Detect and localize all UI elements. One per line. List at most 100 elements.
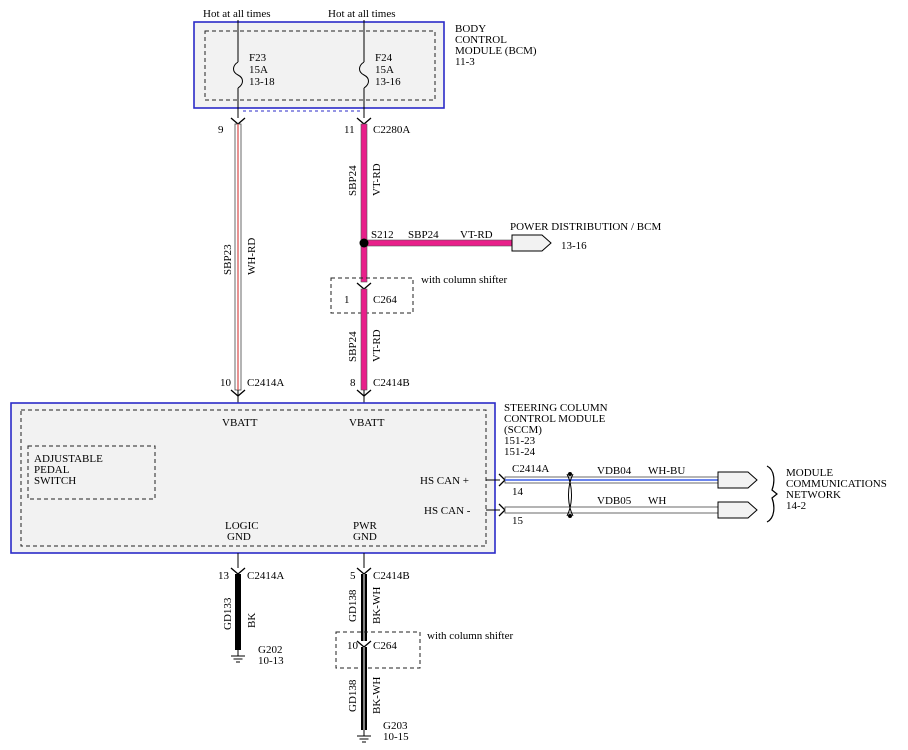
network-brace-icon (766, 465, 778, 523)
wire-sbp23-wh-rd (234, 123, 242, 391)
c264-pin-10-label: 10 (347, 640, 359, 652)
wire-sbp24-top-label: SBP24 (347, 165, 359, 196)
pedal-switch-line-2: PEDAL (34, 464, 70, 476)
network-line-3: NETWORK (786, 489, 841, 501)
wire-vt-rd-lower-label: VT-RD (371, 329, 383, 362)
wire-vdb04-wh-bu (504, 476, 719, 484)
twisted-pair-dot-top (568, 472, 572, 476)
vbatt-left-label: VBATT (222, 417, 258, 429)
logic-gnd-line-2: GND (227, 531, 251, 543)
c2414b-top-label: C2414B (373, 377, 410, 389)
fuse-f24-line-2: 15A (375, 64, 394, 76)
gd138-top-label: GD138 (347, 589, 359, 622)
bcm-title-line-3: MODULE (BCM) (455, 45, 537, 57)
wire-gd138-bk-wh-bottom (361, 647, 367, 730)
pin-10-label: 10 (220, 377, 232, 389)
fuse-f23-icon (233, 61, 243, 89)
wire-sbp24-lower-label: SBP24 (347, 331, 359, 362)
pwr-gnd-line-1: PWR (353, 520, 378, 532)
ground-g202-icon (231, 655, 245, 663)
wire-gd133-bk (235, 574, 241, 650)
branch-sbp24-label: SBP24 (408, 229, 439, 241)
gnd-c2414a-label: C2414A (247, 570, 284, 582)
bcm-module-box (193, 21, 445, 109)
fuse-f24-icon (359, 61, 369, 89)
g202-line-1: G202 (258, 644, 282, 656)
bcm-title-line-2: CONTROL (455, 34, 507, 46)
wire-vt-rd-top-label: VT-RD (371, 163, 383, 196)
logic-gnd-line-1: LOGIC (225, 520, 259, 532)
g202-line-2: 10-13 (258, 655, 284, 667)
c264-bottom-chevron (356, 640, 372, 648)
gnd-c2414b-label: C2414B (373, 570, 410, 582)
gnd-pin-13-label: 13 (218, 570, 230, 582)
branch-vt-rd-label: VT-RD (460, 229, 493, 241)
pedal-switch-box (27, 445, 156, 500)
ground-g203-icon (357, 735, 371, 743)
twisted-pair-dot-bottom (568, 514, 572, 518)
bcm-title-line-1: BODY (455, 23, 486, 35)
pwr-gnd-chevron (356, 567, 372, 575)
network-line-2: COMMUNICATIONS (786, 478, 887, 490)
vdb04-label: VDB04 (597, 465, 632, 477)
bk-wh-bottom-label: BK-WH (371, 677, 383, 714)
can-pin-15-label: 15 (512, 515, 524, 527)
bk-wh-top-label: BK-WH (371, 587, 383, 624)
network-arrow-top-icon (717, 471, 758, 489)
c264-bottom-label: C264 (373, 640, 397, 652)
hs-can-minus-label: HS CAN - (424, 505, 471, 517)
wh-label: WH (648, 495, 666, 507)
fuse-f24-line-3: 13-16 (375, 76, 401, 88)
gnd-pin-5-label: 5 (350, 570, 356, 582)
pin-11-label: 11 (344, 124, 355, 136)
g203-line-2: 10-15 (383, 731, 409, 743)
sccm-title-line-1: STEERING COLUMN (504, 402, 608, 414)
vdb05-label: VDB05 (597, 495, 632, 507)
wire-vdb05-wh (504, 506, 719, 514)
g203-line-1: G203 (383, 720, 408, 732)
can-pin-14-label: 14 (512, 486, 524, 498)
wire-sbp24-vt-rd-lower (360, 288, 368, 391)
wire-gd138-bk-wh-top (361, 574, 367, 641)
splice-s212 (359, 238, 369, 248)
connector-chevron-pin-9 (230, 117, 246, 125)
c264-top-label: C264 (373, 294, 397, 306)
wh-bu-label: WH-BU (648, 465, 685, 477)
sccm-module-inner (20, 409, 487, 547)
gd133-label: GD133 (222, 597, 234, 630)
c2414a-top-label: C2414A (247, 377, 284, 389)
vbatt-right-label: VBATT (349, 417, 385, 429)
connector-chevron-pin-11 (356, 117, 372, 125)
power-distribution-label: POWER DISTRIBUTION / BCM (510, 221, 661, 233)
twisted-pair-icon (566, 473, 574, 517)
c264-bottom-dashed-box (335, 631, 421, 669)
sccm-title-line-2: CONTROL MODULE (504, 413, 606, 425)
fuse-f24-line-1: F24 (375, 52, 393, 64)
s212-label: S212 (371, 229, 394, 241)
pin-8-label: 8 (350, 377, 356, 389)
gd138-bottom-label: GD138 (347, 679, 359, 712)
bk-label: BK (246, 613, 258, 628)
pin-9-label: 9 (218, 124, 224, 136)
pedal-switch-line-3: SWITCH (34, 475, 76, 487)
can-c2414a-label: C2414A (512, 463, 549, 475)
fuse-f23-line-2: 15A (249, 64, 268, 76)
power-distribution-arrow-icon (511, 234, 552, 252)
hs-can-plus-label: HS CAN + (420, 475, 469, 487)
hot-label-left: Hot at all times (203, 8, 271, 20)
c264-pin-1-label: 1 (344, 294, 350, 306)
sccm-title-line-3: (SCCM) (504, 424, 542, 436)
c264-top-chevron (356, 282, 372, 290)
network-arrow-bottom-icon (717, 501, 758, 519)
pedal-switch-line-1: ADJUSTABLE (34, 453, 103, 465)
network-line-1: MODULE (786, 467, 833, 479)
sccm-title-line-5: 151-24 (504, 446, 536, 458)
wire-sbp23-label: SBP23 (222, 244, 234, 275)
bcm-title-line-4: 11-3 (455, 56, 475, 68)
c2280a-label: C2280A (373, 124, 410, 136)
sccm-module-box (10, 402, 496, 554)
wire-sbp24-vt-rd-top (360, 123, 368, 283)
fuse-f23-line-1: F23 (249, 52, 267, 64)
fuse-f23-line-3: 13-18 (249, 76, 275, 88)
